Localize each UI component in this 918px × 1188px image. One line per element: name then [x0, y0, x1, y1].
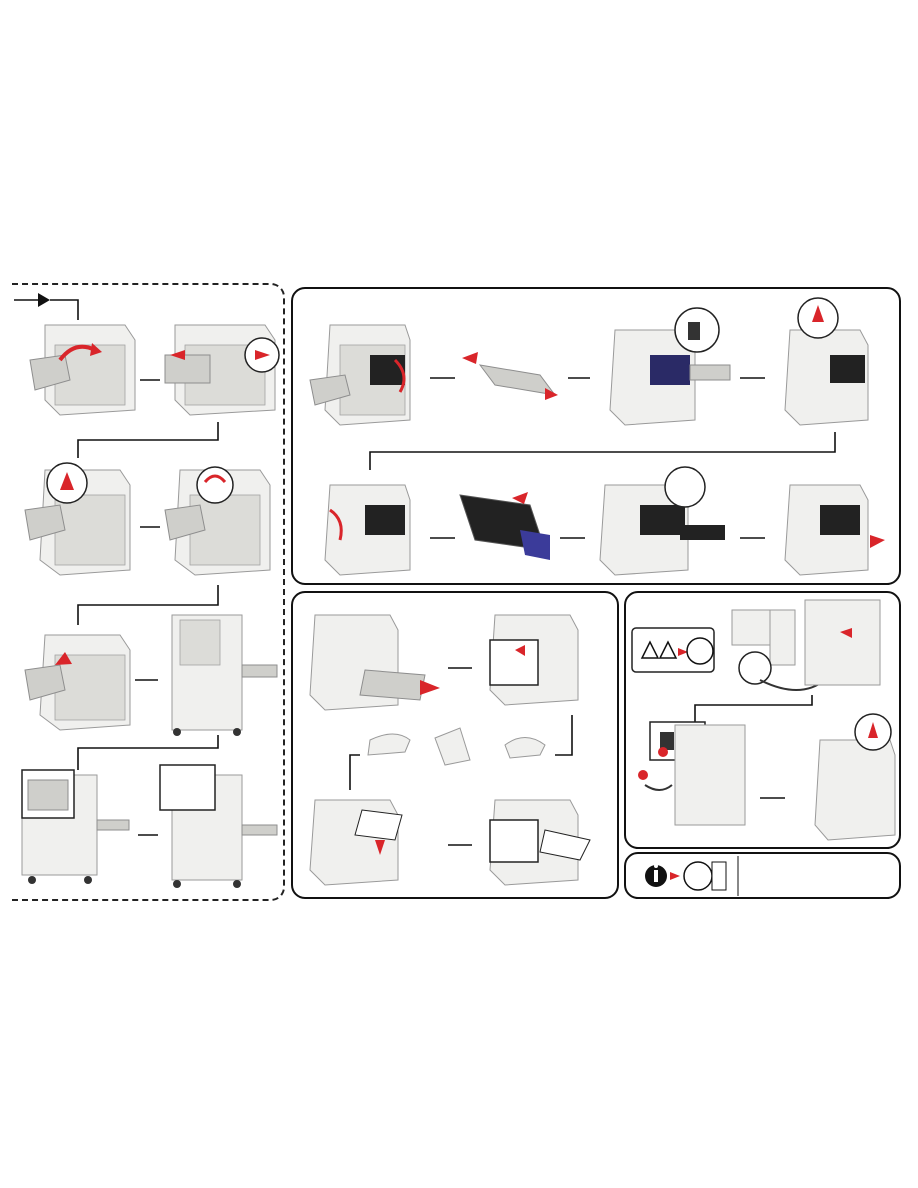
- manual-icon: [687, 638, 713, 664]
- power-cord-connection: [638, 722, 745, 825]
- step-insert-toner: [600, 467, 725, 575]
- step-open-front-door: [310, 325, 410, 425]
- step-flex-paper: [368, 728, 545, 765]
- step-printer-lift-tab: [25, 463, 130, 575]
- info-footer-content: [645, 856, 738, 896]
- start-arrow-icon: [14, 293, 78, 320]
- step-load-paper: [310, 800, 402, 885]
- warning-box: [632, 628, 714, 672]
- cd-icon: [684, 862, 712, 890]
- step-printer-remove-tape: [165, 325, 279, 415]
- step-close-cover: [785, 485, 885, 575]
- step-power-on: [815, 714, 895, 840]
- step-unpack-toner: [460, 492, 550, 560]
- step-unpack-cartridge: [462, 352, 558, 400]
- step-printer-close-cover: [25, 635, 130, 730]
- step-close-tray: [490, 800, 590, 885]
- step-printer-remove-internal-packing: [22, 770, 129, 884]
- step-printer-rotate-lever: [165, 467, 270, 575]
- step-close-front-door: [325, 485, 410, 575]
- step-printer-open-cover: [30, 325, 135, 415]
- step-lift-lever: [785, 298, 868, 425]
- step-printer-side-view-1: [172, 615, 277, 736]
- step-insert-cartridge: [610, 308, 730, 425]
- step-printer-side-view-2: [160, 765, 277, 888]
- computer-usb-connection: [732, 600, 880, 690]
- step-pull-tray: [310, 615, 440, 710]
- step-adjust-guides: [490, 615, 578, 705]
